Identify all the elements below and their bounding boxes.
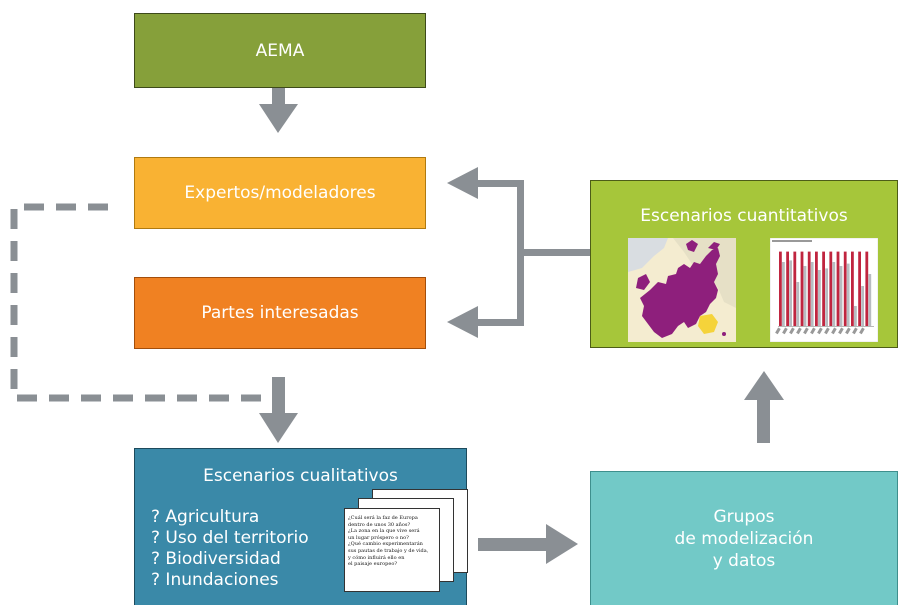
doc-line: un lugar próspero o no?	[348, 534, 409, 541]
europe-map-image	[628, 238, 736, 342]
chart-bar-grey	[854, 306, 857, 326]
arrow-grupos-to-cuantitativos	[744, 371, 784, 443]
chart-tick-labels	[775, 327, 865, 335]
chart-bar-grey	[861, 286, 864, 326]
aema-label: AEMA	[255, 40, 305, 61]
aema-box: AEMA	[134, 13, 426, 88]
list-item-agricultura: ? Agricultura	[151, 507, 260, 527]
chart-bar-red	[865, 251, 869, 326]
chart-bar-red	[843, 251, 847, 326]
grupos-box: Grupos de modelización y datos	[590, 471, 898, 605]
chart-bar-red	[851, 251, 854, 326]
partes-label: Partes interesadas	[201, 303, 359, 323]
cualitativos-list: ? Agricultura ? Uso del territorio ? Bio…	[151, 507, 309, 591]
chart-bar-red	[858, 251, 861, 326]
chart-bar-red	[822, 251, 825, 326]
chart-bar-red	[786, 251, 789, 326]
arrow-partes-to-cualitativos	[259, 377, 298, 443]
chart-bar-red	[807, 251, 811, 326]
chart-bar-grey	[818, 270, 821, 326]
document-text: ¿Cuál será la faz de Europa dentro de un…	[348, 515, 440, 568]
grupos-line-2: de modelización	[674, 528, 814, 549]
chart-bar-grey	[789, 260, 792, 326]
partes-box: Partes interesadas	[134, 277, 426, 349]
doc-line: ¿Cuál será la faz de Europa	[348, 515, 418, 521]
chart-bar-grey	[782, 262, 785, 326]
arrow-cualitativos-to-grupos	[478, 524, 578, 564]
chart-bar-grey	[846, 263, 850, 326]
grupos-line-1: Grupos	[713, 506, 775, 527]
expertos-label: Expertos/modeladores	[184, 183, 376, 203]
cuantitativos-title: Escenarios cuantitativos	[640, 206, 848, 226]
cualitativos-title: Escenarios cualitativos	[203, 466, 398, 486]
chart-bar-red	[793, 251, 797, 326]
document-page-front	[344, 508, 440, 592]
dashed-loop	[10, 203, 272, 402]
chart-bar-grey	[825, 268, 828, 326]
chart-bar-red	[815, 251, 818, 326]
bar-chart-image	[770, 238, 878, 342]
doc-line: y cómo influirá ello en	[348, 554, 405, 561]
chart-bar-red	[836, 251, 840, 326]
doc-line: dentro de unos 30 años?	[348, 521, 411, 528]
doc-line: sus pautas de trabajo y de vida,	[348, 547, 429, 554]
doc-line: ¿La zona en la que vive será	[348, 528, 420, 535]
doc-line: el paisaje europeo?	[348, 561, 398, 568]
expertos-box: Expertos/modeladores	[134, 157, 426, 229]
arrow-cuantitativos-to-actors	[447, 167, 590, 338]
chart-bar-red	[800, 251, 804, 326]
chart-bar-grey	[868, 274, 872, 326]
chart-bar-grey	[796, 282, 800, 326]
chart-bars	[779, 251, 872, 326]
grupos-line-3: y datos	[712, 550, 776, 571]
chart-bar-red	[829, 251, 833, 326]
chart-bar-grey	[810, 262, 814, 326]
chart-bar-grey	[803, 266, 807, 326]
list-item-inundaciones: ? Inundaciones	[151, 570, 279, 590]
list-item-biodiversidad: ? Biodiversidad	[151, 549, 281, 569]
arrow-aema-to-expertos	[259, 88, 298, 133]
doc-line: ¿Qué cambio experimentarán	[348, 541, 423, 548]
chart-bar-grey	[832, 262, 836, 326]
chart-bar-red	[779, 251, 782, 326]
list-item-uso-territorio: ? Uso del territorio	[151, 528, 309, 548]
chart-bar-grey	[839, 266, 843, 326]
